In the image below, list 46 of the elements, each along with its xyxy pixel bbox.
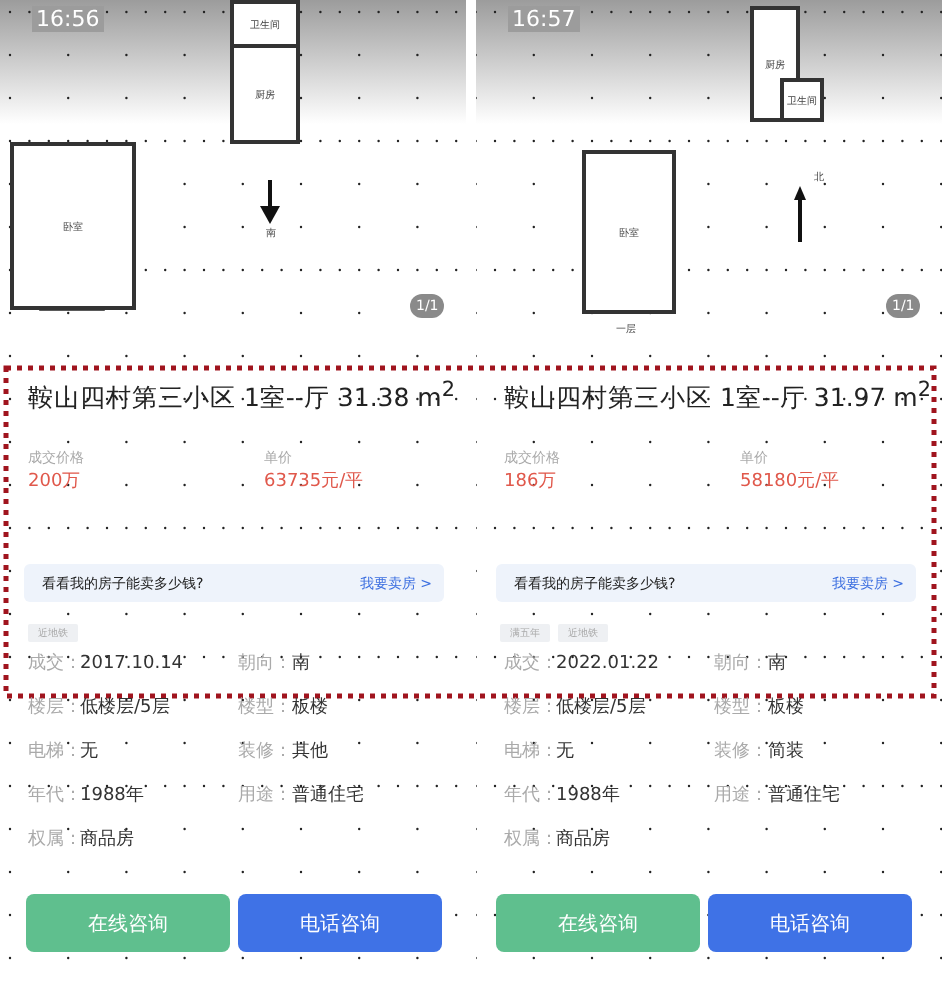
field-key: 年代： — [28, 786, 82, 808]
field-value: 2017.10.14 — [80, 654, 184, 676]
field-value: 板楼 — [292, 698, 328, 720]
field-value: 1988年 — [80, 786, 144, 808]
field-key: 朝向： — [238, 654, 292, 676]
price-value: 63735元/平 — [264, 472, 364, 494]
field-key: 楼型： — [238, 698, 292, 720]
price-value: 58180元/平 — [740, 472, 840, 494]
field-value: 普通住宅 — [768, 786, 840, 808]
field-key: 成交： — [504, 654, 558, 676]
field-key: 装修： — [238, 742, 292, 764]
field-value: 1988年 — [556, 786, 620, 808]
field-value: 南 — [292, 654, 310, 676]
field-value: 板楼 — [768, 698, 804, 720]
price-value: 186万 — [504, 472, 557, 494]
field-key: 年代： — [504, 786, 558, 808]
field-key: 楼层： — [504, 698, 558, 720]
field-value: 无 — [80, 742, 98, 764]
field-key: 朝向： — [714, 654, 768, 676]
field-key: 楼型： — [714, 698, 768, 720]
field-value: 低楼层/5层 — [80, 698, 170, 720]
field-value: 2022.01.22 — [556, 654, 660, 676]
field-key: 权属： — [504, 830, 558, 852]
field-key: 电梯： — [504, 742, 558, 764]
field-key: 楼层： — [28, 698, 82, 720]
field-value: 简装 — [768, 742, 804, 764]
price-value: 200万 — [28, 472, 81, 494]
consult-button: 在线咨询 — [496, 894, 700, 952]
status-time: 16:56 — [32, 6, 104, 33]
field-value: 商品房 — [80, 830, 134, 852]
field-value: 其他 — [292, 742, 328, 764]
field-key: 电梯： — [28, 742, 82, 764]
field-value: 商品房 — [556, 830, 610, 852]
field-key: 权属： — [28, 830, 82, 852]
phone-button: 电话咨询 — [238, 894, 442, 952]
field-key: 装修： — [714, 742, 768, 764]
field-value: 无 — [556, 742, 574, 764]
field-value: 南 — [768, 654, 786, 676]
status-time: 16:57 — [508, 6, 580, 33]
field-key: 用途： — [714, 786, 768, 808]
phone-button: 电话咨询 — [708, 894, 912, 952]
field-key: 用途： — [238, 786, 292, 808]
field-key: 成交： — [28, 654, 82, 676]
field-value: 普通住宅 — [292, 786, 364, 808]
field-value: 低楼层/5层 — [556, 698, 646, 720]
consult-button: 在线咨询 — [26, 894, 230, 952]
